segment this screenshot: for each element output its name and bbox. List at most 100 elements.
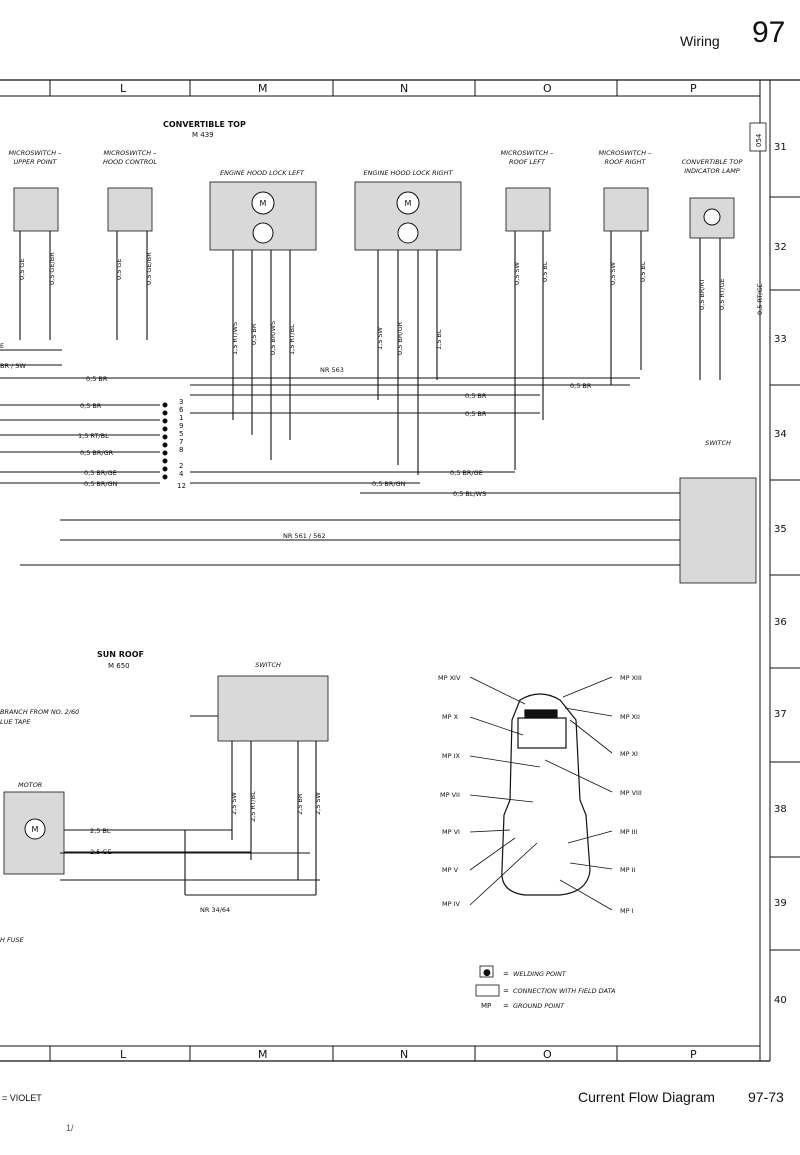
column-N-bottom: N bbox=[400, 1048, 408, 1061]
mp-11: MP XI bbox=[620, 750, 638, 758]
hlabel-13: 0,5 BL/WS bbox=[453, 490, 486, 498]
label-line: MICROSWITCH – bbox=[104, 149, 157, 157]
nr-561-562: NR 561 / 562 bbox=[283, 532, 326, 540]
legend-eq-2: = bbox=[503, 987, 509, 995]
row-38: 38 bbox=[774, 804, 787, 815]
convertible-switch-label: SWITCH bbox=[705, 439, 731, 447]
label-line: HOOD CONTROL bbox=[103, 158, 157, 166]
horizontal-wires bbox=[0, 349, 680, 881]
vlabel-16: 0,5 RT/GE bbox=[718, 278, 726, 310]
vlabel-2: 0,5 GE bbox=[115, 258, 123, 280]
slabel-2: 2,5 BR bbox=[296, 793, 304, 815]
microswitch-roof-right bbox=[603, 187, 649, 232]
ground-point-labels: MP XIV MP X MP IX MP VII MP VI MP V MP I… bbox=[438, 674, 642, 915]
legend-mp-symbol: MP bbox=[481, 1002, 491, 1010]
nr-34-64: NR 34/64 bbox=[200, 906, 230, 914]
label-line: MICROSWITCH – bbox=[9, 149, 62, 157]
pin-6: 6 bbox=[179, 406, 184, 414]
motor-glyph-sunroof: M bbox=[32, 825, 39, 834]
vertical-wires bbox=[19, 231, 721, 475]
hlabel-9: 0,5 BR bbox=[465, 392, 487, 400]
label-line: ROOF LEFT bbox=[509, 158, 546, 166]
sunroof-switch-label: SWITCH bbox=[255, 661, 281, 669]
pin-5: 5 bbox=[179, 430, 183, 438]
microswitch-roof-left-label: MICROSWITCH –ROOF LEFT bbox=[501, 149, 554, 166]
microswitch-hood-label: MICROSWITCH –HOOD CONTROL bbox=[103, 149, 157, 166]
nr-563: NR 563 bbox=[320, 366, 344, 374]
row-31: 31 bbox=[774, 142, 787, 153]
column-O: O bbox=[543, 82, 552, 95]
mp-5: MP V bbox=[442, 866, 459, 874]
hlabel-2: 0,5 BR bbox=[86, 375, 108, 383]
legend-field-data: CONNECTION WITH FIELD DATA bbox=[513, 987, 615, 995]
sunroof-title: SUN ROOF bbox=[97, 650, 144, 659]
convertible-top-code: M 439 bbox=[192, 131, 214, 139]
row-34: 34 bbox=[774, 429, 787, 440]
mp-4: MP IV bbox=[442, 900, 461, 908]
slabel-3: 2,5 SW bbox=[314, 791, 322, 815]
vlabel-9: 0,5 BR/GR bbox=[396, 321, 404, 355]
vlabel-12: 0,5 BL bbox=[541, 261, 549, 282]
pin-9: 9 bbox=[179, 422, 183, 430]
box-054: 054 bbox=[755, 133, 763, 147]
box-054-frame bbox=[749, 122, 767, 152]
slabel-4: 2,5 BL bbox=[90, 827, 111, 835]
vlabel-15: 0,5 BR/RT bbox=[698, 278, 706, 310]
sunroof-code: M 650 bbox=[108, 662, 130, 670]
row-36: 36 bbox=[774, 617, 787, 628]
column-P-bottom: P bbox=[690, 1048, 697, 1061]
pencil-mark: 1/ bbox=[66, 1123, 74, 1133]
sunroof-wires bbox=[64, 715, 317, 896]
vlabel-11: 0,5 SW bbox=[513, 261, 521, 285]
mp-13: MP XIII bbox=[620, 674, 642, 682]
microswitch-hood bbox=[107, 187, 153, 232]
vlabel-6: 0,5 BR/WS bbox=[269, 321, 277, 355]
connector bbox=[162, 402, 168, 480]
field-data-box bbox=[475, 984, 500, 997]
section-title: Wiring bbox=[680, 33, 720, 49]
label-line: ROOF RIGHT bbox=[605, 158, 647, 166]
pin-7: 7 bbox=[179, 438, 183, 446]
column-L: L bbox=[120, 82, 127, 95]
row-37: 37 bbox=[774, 709, 787, 720]
legend: ● = WELDING POINT = CONNECTION WITH FIEL… bbox=[475, 965, 615, 1010]
frame bbox=[0, 79, 800, 1062]
motor-glyph-left: M bbox=[260, 199, 267, 208]
vlabel-14: 0,5 BL bbox=[639, 261, 647, 282]
convertible-switch bbox=[679, 477, 757, 584]
hlabel-3: 0,5 BR bbox=[80, 402, 102, 410]
label-line: MICROSWITCH – bbox=[599, 149, 652, 157]
slabel-5: 2,5 GE bbox=[90, 848, 112, 856]
vertical-wire-labels: 0,5 GE 0,5 GE/BR 0,5 GE 0,5 GE/BR 1,5 RT… bbox=[18, 252, 764, 355]
fuse-note: H FUSE bbox=[0, 936, 25, 944]
pin-3: 3 bbox=[179, 398, 183, 406]
mp-12: MP XII bbox=[620, 713, 640, 721]
legend-eq-1: = bbox=[503, 970, 509, 978]
vlabel-4: 1,5 RT/WS bbox=[231, 322, 239, 355]
mp-1: MP I bbox=[620, 907, 634, 915]
row-40: 40 bbox=[774, 995, 787, 1006]
column-M-bottom: M bbox=[258, 1048, 268, 1061]
label-line: UPPER POINT bbox=[13, 158, 57, 166]
convertible-top-title: CONVERTIBLE TOP bbox=[163, 120, 246, 129]
indicator-lamp bbox=[689, 197, 735, 239]
hlabel-10: 0,5 BR bbox=[465, 410, 487, 418]
hlabel-5: 0,5 BR/GR bbox=[80, 449, 114, 457]
hlabel-11: 0,5 BR/GE bbox=[450, 469, 483, 477]
row-35: 35 bbox=[774, 524, 787, 535]
sunroof-switch bbox=[217, 675, 329, 742]
mp-6: MP VI bbox=[442, 828, 460, 836]
vlabel-0: 0,5 GE bbox=[18, 258, 26, 280]
mp-3: MP III bbox=[620, 828, 637, 836]
hlabel-12: 0,5 BR/GN bbox=[372, 480, 406, 488]
hlabel-0: E bbox=[0, 342, 4, 350]
vlabel-8: 1,5 SW bbox=[376, 326, 384, 350]
pin-8: 8 bbox=[179, 446, 183, 454]
horizontal-wire-labels: E BR / SW 0,5 BR 0,5 BR 1,5 RT/BL 0,5 BR… bbox=[0, 342, 592, 498]
slabel-1: 2,5 RT/BL bbox=[249, 791, 257, 822]
vlabel-5: 0,5 BR bbox=[250, 323, 258, 345]
hlabel-4: 1,5 RT/BL bbox=[78, 432, 109, 440]
pin-12: 12 bbox=[177, 482, 186, 490]
pin-4: 4 bbox=[179, 470, 184, 478]
